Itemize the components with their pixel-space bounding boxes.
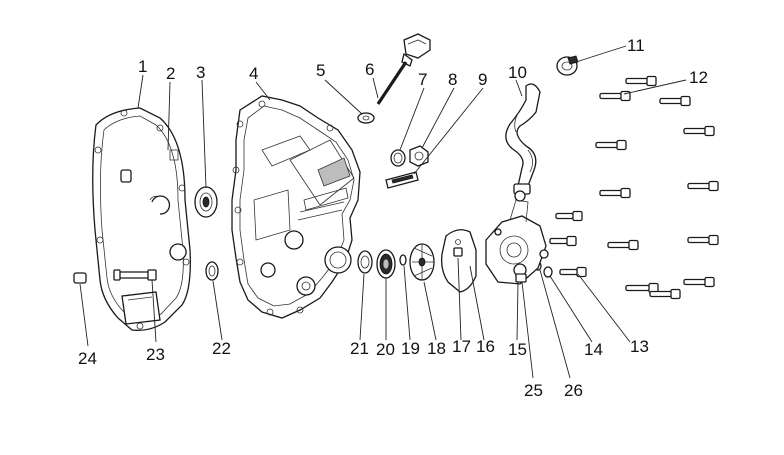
bearing-part-3 [194,186,218,218]
leader-lines [79,45,687,379]
oring-part-7 [390,149,406,167]
callout-23: 23 [146,345,165,364]
callout-17: 17 [452,337,471,356]
gear-part-20 [376,249,396,279]
callout-15: 15 [508,340,527,359]
bolt [607,239,639,251]
dowel-part-24 [73,272,87,284]
bolt [687,234,719,246]
callout-7: 7 [418,70,427,89]
bolt [559,266,587,278]
callout-14: 14 [584,340,603,359]
callout-22: 22 [212,339,231,358]
callout-24: 24 [78,349,97,368]
washer-part-19 [399,254,407,266]
callout-1: 1 [138,57,147,76]
callout-20: 20 [376,340,395,359]
bolt [659,95,691,107]
callout-18: 18 [427,339,446,358]
bolt [649,288,681,300]
bolt [549,235,577,247]
pump-gasket-part-16 [440,229,477,293]
bolt [599,90,631,102]
pin-part-17 [453,247,463,257]
bolt [595,139,627,151]
callout-8: 8 [448,70,457,89]
crankcase-cover-part-4 [231,95,361,319]
bearing-part-21 [357,250,373,274]
bolt-part-25 [515,273,527,283]
dowel-part-2 [120,169,171,215]
bolts-part-12 [549,75,719,300]
callout-11: 11 [627,36,645,55]
plug-part-8 [409,145,429,167]
callout-16: 16 [476,337,495,356]
bolt [555,210,583,222]
callout-labels: 1 2 3 4 5 6 7 8 9 10 11 12 13 14 15 16 1… [78,36,708,400]
label-plate-part-9 [385,171,419,189]
callout-3: 3 [196,63,205,82]
bolt [599,187,631,199]
hose-part-10 [505,83,541,195]
callout-2: 2 [166,64,175,83]
impeller-part-18 [409,243,435,281]
bolt-part-23 [113,269,161,325]
callout-5: 5 [316,61,325,80]
washer-part-14 [543,266,553,278]
callout-12: 12 [689,68,708,87]
callout-19: 19 [401,339,420,358]
clamp-part-11 [556,55,579,76]
bolt [687,180,719,192]
washer-part-5 [357,112,375,124]
callout-25: 25 [524,381,543,400]
callout-10: 10 [508,63,527,82]
callout-6: 6 [365,60,374,79]
callout-4: 4 [249,64,258,83]
bolt [625,75,657,87]
callout-9: 9 [478,70,487,89]
bolt [683,125,715,137]
dipstick-part-6 [376,33,431,105]
seal-part-22 [205,261,219,281]
callout-21: 21 [350,339,369,358]
bolt [683,276,715,288]
callout-13: 13 [630,337,649,356]
callout-26: 26 [564,381,583,400]
